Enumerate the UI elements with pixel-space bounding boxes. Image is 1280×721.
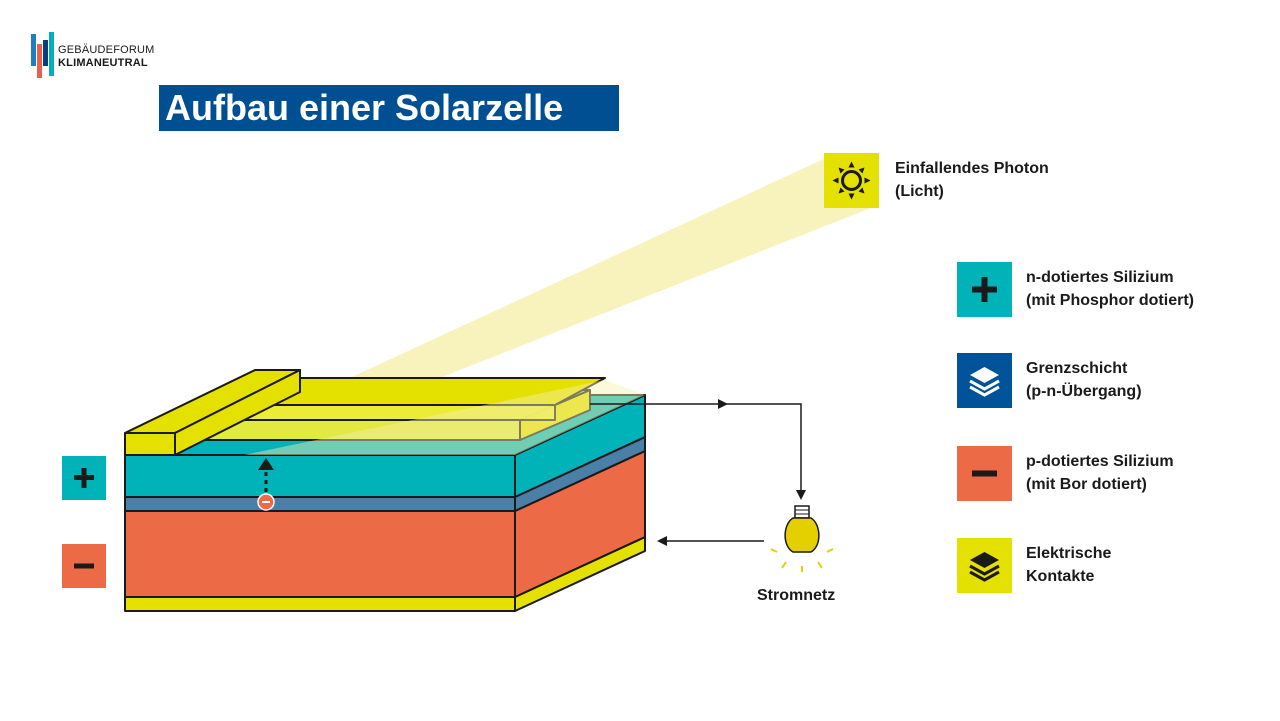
- legend-label: n-dotiertes Silizium: [1026, 269, 1174, 286]
- circuit-wire: [590, 403, 802, 542]
- legend-layers-icon: [957, 353, 1012, 408]
- photon-label-line1: Einfallendes Photon: [895, 160, 1049, 177]
- legend-sublabel: (mit Bor dotiert): [1026, 476, 1147, 493]
- photon-label: Einfallendes Photon (Licht): [895, 157, 1049, 203]
- legend-sublabel: (mit Phosphor dotiert): [1026, 292, 1194, 309]
- sun-icon: [832, 161, 871, 200]
- wire-arrow-left: [657, 536, 667, 546]
- photon-label-line2: (Licht): [895, 183, 944, 200]
- legend-minus-icon: [957, 446, 1012, 501]
- side-plus-icon: [62, 456, 106, 500]
- stromnetz-label: Stromnetz: [757, 587, 836, 604]
- wire-arrow-down: [796, 490, 806, 500]
- wire-arrow-right: [718, 399, 728, 409]
- legend-item-n-layer: n-dotiertes Silizium (mit Phosphor dotie…: [1026, 266, 1194, 312]
- legend-label: p-dotiertes Silizium: [1026, 453, 1174, 470]
- legend-item-junction: Grenzschicht (p-n-Übergang): [1026, 357, 1142, 403]
- side-minus-icon: [62, 544, 106, 588]
- logo-icon: [31, 32, 54, 78]
- light-bulb-icon: [770, 505, 834, 572]
- light-beam-overlay: [244, 380, 645, 455]
- legend-item-contacts: Elektrische Kontakte: [1026, 542, 1111, 588]
- legend-sublabel: Kontakte: [1026, 568, 1095, 585]
- legend-sublabel: (p-n-Übergang): [1026, 383, 1142, 400]
- legend-contacts-layers-icon: [957, 538, 1012, 593]
- logo-text-line2: KLIMANEUTRAL: [58, 57, 148, 69]
- logo-text-line1: GEBÄUDEFORUM: [58, 44, 155, 56]
- legend-item-p-layer: p-dotiertes Silizium (mit Bor dotiert): [1026, 450, 1174, 496]
- top-contact-grid: [124, 369, 606, 456]
- electron-arrow-head: [258, 458, 274, 470]
- legend-label: Grenzschicht: [1026, 360, 1128, 377]
- page-title: Aufbau einer Solarzelle: [159, 85, 619, 131]
- legend-plus-icon: [957, 262, 1012, 317]
- legend-label: Elektrische: [1026, 545, 1112, 562]
